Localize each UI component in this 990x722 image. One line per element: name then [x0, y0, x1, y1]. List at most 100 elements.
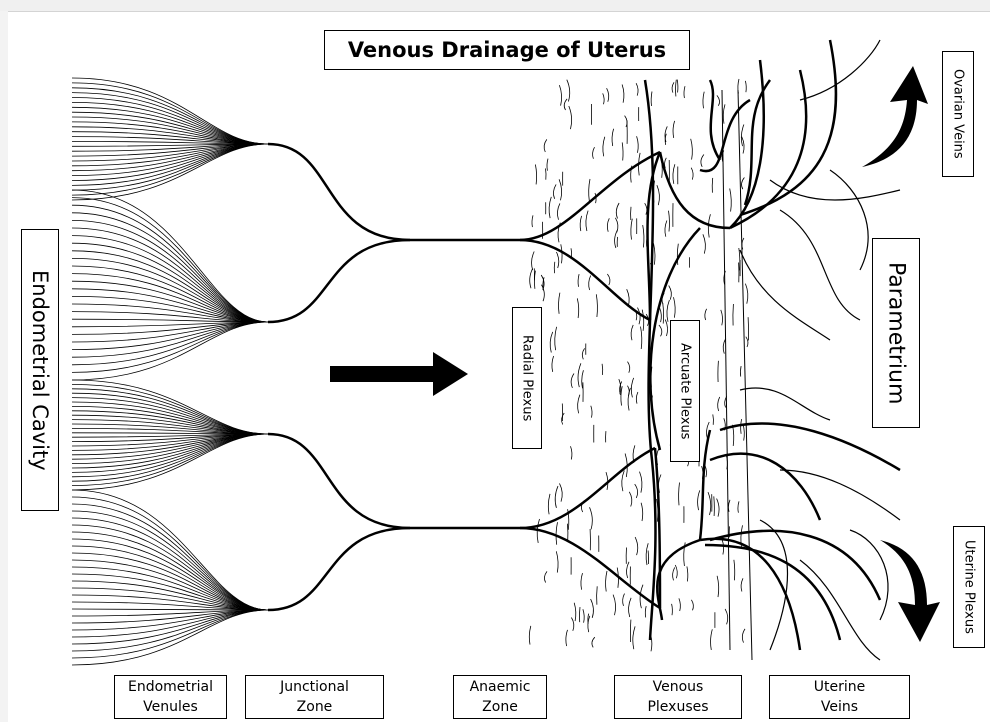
hatch-mark — [669, 286, 672, 300]
venule-line — [72, 610, 268, 644]
hatch-mark — [676, 80, 677, 97]
label-line: Venules — [143, 699, 198, 715]
label-line: Endometrial — [128, 679, 213, 695]
radial-vein — [520, 152, 660, 240]
hatch-mark — [566, 630, 568, 646]
hatch-mark — [631, 325, 633, 340]
right-arrow-icon — [330, 352, 468, 396]
venous-plexuses-label: VenousPlexuses — [614, 675, 742, 719]
hatch-mark — [586, 211, 588, 231]
hatch-mark — [687, 566, 688, 581]
hatch-mark — [698, 490, 700, 510]
boundary-lines — [722, 90, 752, 660]
ovarian-vein-branch — [710, 80, 720, 160]
hatch-mark — [635, 537, 638, 555]
thin-vein — [760, 520, 788, 650]
hatch-mark — [637, 136, 639, 153]
venule-line — [72, 518, 268, 610]
hatch-mark — [580, 216, 581, 231]
hatch-mark — [603, 137, 605, 157]
hatch-mark — [578, 363, 581, 387]
hatch-mark — [705, 309, 707, 320]
hatch-mark — [641, 327, 642, 349]
hatch-mark — [544, 571, 547, 582]
label-line: Zone — [482, 699, 518, 715]
hatch-mark — [589, 179, 590, 201]
endometrial-venules — [72, 78, 268, 665]
arcuate-plexus-label: Arcuate Plexus — [670, 320, 700, 462]
hatch-mark — [607, 274, 610, 285]
hatch-mark — [703, 92, 704, 109]
hatch-mark — [596, 294, 597, 317]
hatch-mark — [578, 395, 580, 414]
venule-line — [72, 384, 268, 434]
hatch-mark — [711, 629, 713, 650]
hatch-mark — [559, 293, 560, 314]
uterine-veins-label: UterineVeins — [769, 675, 910, 719]
uterine-plexus-label: Uterine Plexus — [953, 526, 985, 648]
hatch-mark — [557, 203, 559, 219]
hatch-mark — [657, 185, 660, 205]
ovarian-vein-branch — [700, 100, 750, 171]
hatch-mark — [723, 104, 725, 123]
hatch-mark — [571, 618, 573, 631]
hatch-mark — [654, 243, 655, 264]
thin-vein — [770, 180, 900, 200]
hatch-mark — [745, 284, 747, 304]
hatch-mark — [691, 168, 693, 180]
junctional-vein — [268, 528, 410, 610]
hatch-mark — [645, 203, 647, 214]
label-line: Junctional — [280, 679, 349, 695]
hatch-mark — [659, 325, 662, 336]
venule-line — [72, 532, 268, 610]
hatch-mark — [607, 88, 609, 102]
thin-vein — [740, 388, 830, 420]
hatch-mark — [591, 599, 594, 618]
hatch-mark — [725, 609, 728, 624]
arcuate-vein — [700, 430, 710, 540]
hatch-mark — [631, 378, 633, 398]
label-line: Venous — [653, 679, 704, 695]
hatch-mark — [549, 197, 551, 218]
venule-line — [72, 610, 268, 658]
hatch-mark — [628, 362, 630, 373]
uterine-vein-branch — [705, 545, 840, 640]
hatch-mark — [612, 129, 614, 146]
hatch-mark — [728, 500, 730, 512]
hatch-mark — [660, 308, 662, 322]
hatch-mark — [582, 348, 584, 359]
diagram-title: Venous Drainage of Uterus — [324, 30, 690, 70]
hatch-mark — [665, 320, 667, 336]
hatch-mark — [742, 629, 745, 643]
hatch-mark — [667, 300, 669, 322]
hatch-mark — [691, 139, 693, 160]
hatch-mark — [555, 327, 557, 350]
hatch-mark — [738, 501, 739, 512]
hatch-mark — [672, 82, 674, 92]
uterine-vein-branch — [710, 454, 820, 520]
hatch-mark — [532, 215, 533, 227]
hatch-mark — [622, 471, 625, 492]
hatch-mark — [581, 573, 583, 590]
hatch-mark — [591, 406, 592, 418]
hatch-mark — [673, 121, 675, 138]
hatch-mark — [742, 178, 745, 190]
hatch-mark — [554, 262, 555, 273]
hatch-mark — [622, 85, 624, 103]
label-line: Anaemic — [470, 679, 531, 695]
hatch-mark — [641, 503, 643, 521]
hatch-mark — [550, 332, 553, 353]
hatch-mark — [567, 80, 570, 102]
arcuate-vein — [660, 152, 730, 228]
label-line: Plexuses — [647, 699, 708, 715]
hatch-mark — [717, 95, 720, 105]
venule-line — [72, 236, 268, 322]
thin-vein — [830, 170, 868, 270]
hatch-mark — [622, 142, 623, 160]
hatch-mark — [561, 244, 562, 263]
hatch-mark — [556, 252, 558, 268]
hatch-mark — [579, 607, 580, 622]
junctional-vein — [268, 144, 410, 240]
